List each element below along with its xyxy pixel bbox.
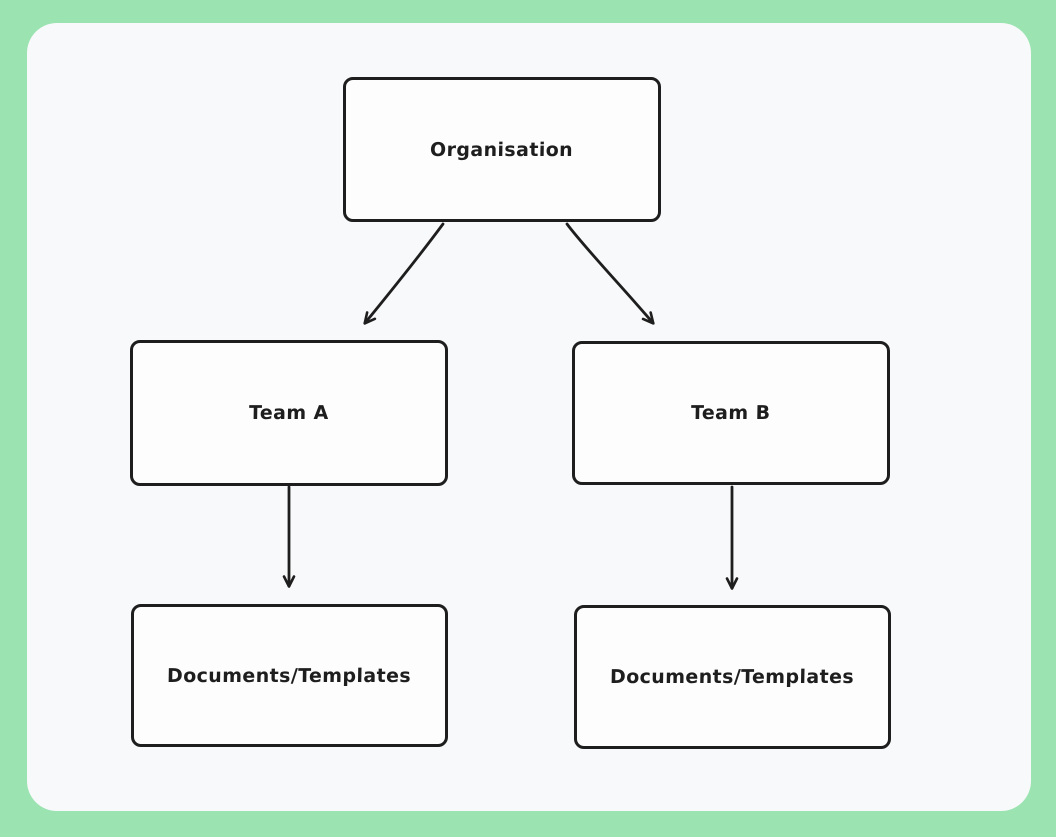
diagram-canvas: Organisation Team A Team B Documents/Tem… bbox=[27, 23, 1031, 811]
node-organisation: Organisation bbox=[343, 77, 661, 222]
node-documents-templates-b: Documents/Templates bbox=[574, 605, 891, 749]
node-documents-templates-a: Documents/Templates bbox=[131, 604, 448, 747]
node-team-a-label: Team A bbox=[248, 402, 330, 424]
edge-organisation-team-a-arrow bbox=[363, 222, 445, 325]
node-team-b-label: Team B bbox=[691, 402, 771, 424]
node-documents-templates-b-label: Documents/Templates bbox=[610, 666, 855, 688]
node-team-b: Team B bbox=[572, 341, 890, 485]
node-team-a: Team A bbox=[130, 340, 448, 486]
edge-organisation-team-b-arrow bbox=[565, 222, 655, 325]
node-organisation-label: Organisation bbox=[430, 138, 574, 161]
node-documents-templates-a-label: Documents/Templates bbox=[167, 664, 412, 687]
